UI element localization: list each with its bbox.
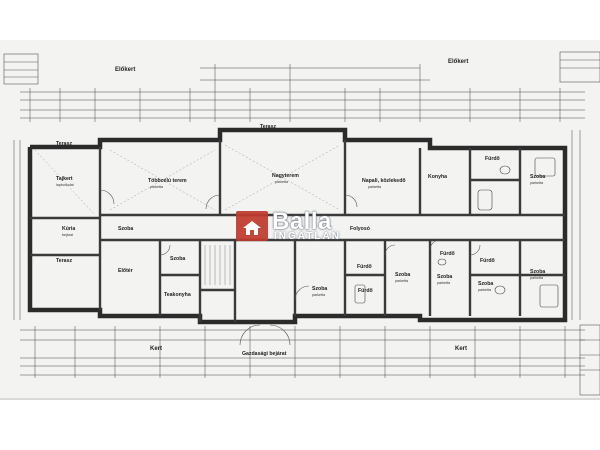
door-swings [99, 189, 481, 346]
dimension-ticks-top [29, 64, 561, 122]
room-9-name: Szoba [478, 281, 493, 287]
room-6-name: Szoba [530, 174, 545, 180]
sheet-edge [0, 398, 600, 400]
title-block-left [3, 53, 39, 85]
room-18-name: Előtér [118, 268, 133, 274]
room-10-name: Fürdő [440, 251, 455, 257]
dimension-lines-side [13, 130, 581, 320]
room-7-name: Fürdő [480, 258, 495, 264]
stair-hatch [204, 245, 231, 285]
label-garden-right: Kert [455, 346, 467, 352]
room-22-name: Terasz [56, 141, 72, 147]
room-14-name: Szoba [312, 286, 327, 292]
room-19-name: Szoba [118, 226, 133, 232]
room-3-sub: parketta [368, 185, 381, 189]
dimension-ticks-bottom [34, 326, 566, 378]
label-front-yard-right: Előkert [448, 59, 468, 65]
dimension-lines-bottom [20, 329, 585, 376]
watermark-brand: Balla [272, 208, 332, 235]
room-14-sub: parketta [312, 293, 325, 297]
room-4-name: Konyha [428, 174, 447, 180]
house-icon [243, 221, 261, 235]
watermark-sub: INGATLAN [274, 231, 341, 242]
room-5-name: Fürdő [485, 156, 500, 162]
room-11-name: Szoba [437, 274, 452, 280]
room-3-name: Napali, közlekedő [362, 178, 406, 184]
room-labels: Tajkert lapburkolat Többcélú terem parke… [56, 141, 545, 298]
label-front-yard-left: Előkert [115, 67, 135, 73]
room-0-name: Tajkert [56, 176, 73, 182]
watermark-logo: Balla INGATLAN [236, 208, 342, 244]
room-1-sub: parketta [150, 185, 163, 189]
hall-hatch [34, 144, 341, 216]
room-6-sub: parketta [530, 181, 543, 185]
label-service-entrance: Gazdasági bejárat [242, 351, 287, 357]
room-11-sub: parketta [437, 281, 450, 285]
room-15-name: Fürdő [358, 288, 373, 294]
room-9-sub: parketta [478, 288, 491, 292]
room-13-sub: parketta [395, 279, 408, 283]
room-20-name: Terasz [56, 258, 72, 264]
outer-walls [27, 127, 568, 325]
interior-walls [30, 140, 565, 322]
room-2-name: Nagyterem [272, 173, 299, 179]
room-0-sub: lapburkolat [56, 183, 74, 187]
label-terrace-top: Terasz [260, 124, 276, 130]
room-1-name: Többcélú terem [148, 178, 187, 184]
room-8-sub: parketta [530, 276, 543, 280]
title-block-right [559, 51, 600, 396]
room-12-name: Fürdő [357, 264, 372, 270]
room-21-sub: bejárat [62, 233, 73, 237]
room-21-name: Kúria [62, 226, 75, 232]
room-13-name: Szoba [395, 272, 410, 278]
room-8-name: Szoba [530, 269, 545, 275]
bath-fixtures [354, 157, 559, 308]
room-2-sub: parketta [275, 180, 288, 184]
watermark-badge [236, 211, 268, 241]
room-16-name: Teakonyha [164, 292, 191, 298]
label-garden-left: Kert [150, 346, 162, 352]
dimension-lines-top [20, 67, 585, 119]
room-17-name: Szoba [170, 256, 185, 262]
room-23-name: Folyosó [350, 226, 370, 232]
